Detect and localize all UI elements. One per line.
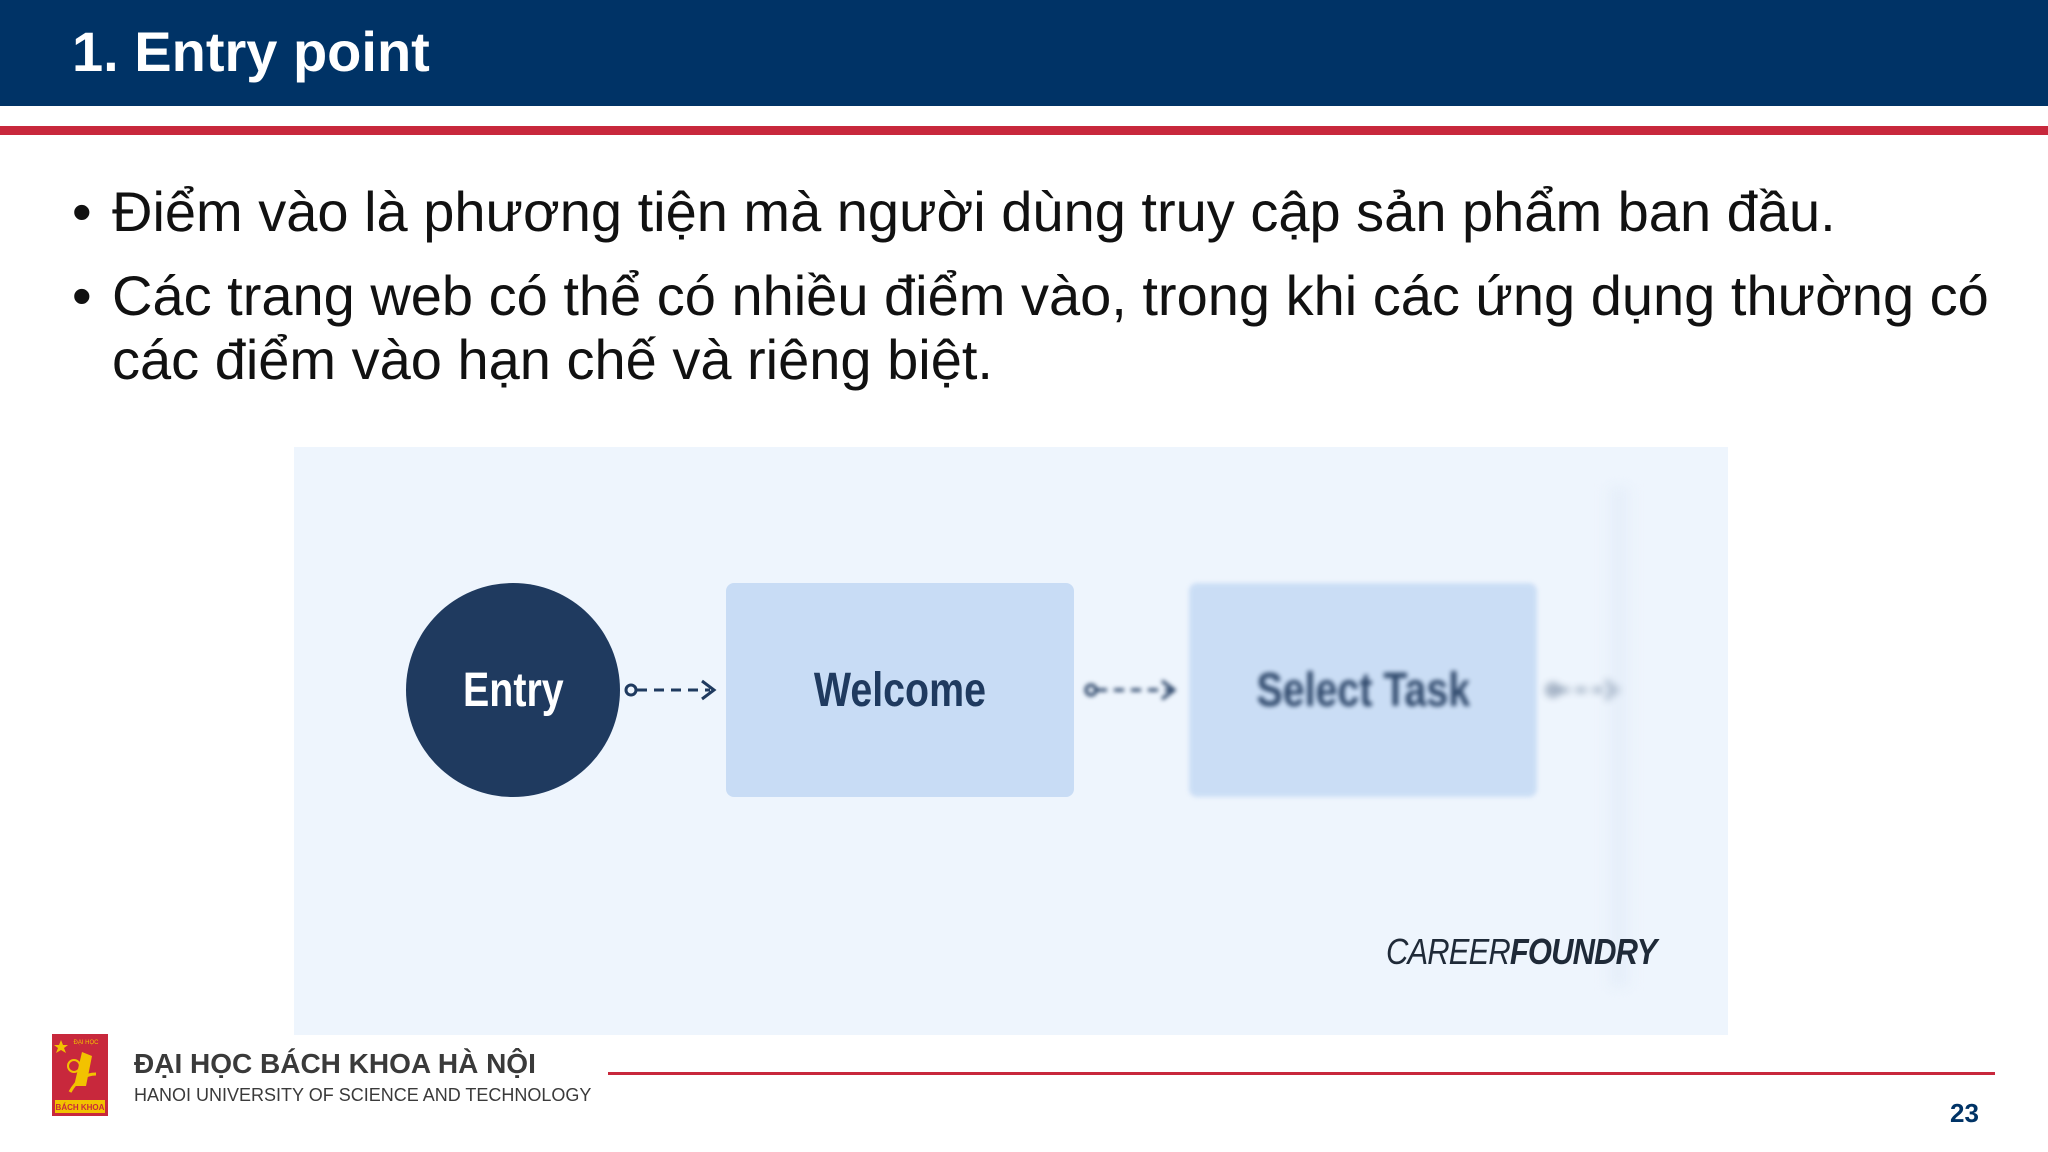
- university-logo-icon: ĐẠI HỌC BÁCH KHOA: [52, 1034, 108, 1116]
- page-number: 23: [1950, 1098, 1979, 1128]
- dashed-arrow-icon: [624, 679, 717, 701]
- select-task-node: Select Task: [1189, 583, 1537, 797]
- title-bar: 1. Entry point: [0, 0, 2048, 106]
- bullet-list: • Điểm vào là phương tiện mà người dùng …: [72, 180, 2002, 412]
- bullet-marker: •: [72, 180, 92, 243]
- welcome-node-label: Welcome: [813, 663, 987, 717]
- slide-title: 1. Entry point: [72, 20, 430, 83]
- footer-divider: [608, 1072, 1995, 1075]
- entry-node: Entry: [406, 583, 620, 797]
- bullet-marker: •: [72, 264, 92, 327]
- title-underline: [0, 126, 2048, 135]
- entry-node-label: Entry: [462, 663, 564, 717]
- svg-text:BÁCH KHOA: BÁCH KHOA: [56, 1103, 105, 1112]
- bullet-item: • Điểm vào là phương tiện mà người dùng …: [72, 180, 2002, 244]
- dashed-arrow-icon: [1084, 679, 1177, 701]
- careerfoundry-logo: CAREERFOUNDRY: [1385, 931, 1657, 972]
- select-task-node-label: Select Task: [1256, 663, 1470, 717]
- bullet-text: Các trang web có thể có nhiều điểm vào, …: [112, 264, 1989, 391]
- university-subtitle: HANOI UNIVERSITY OF SCIENCE AND TECHNOLO…: [134, 1085, 592, 1105]
- welcome-node: Welcome: [726, 583, 1074, 797]
- bullet-item: • Các trang web có thể có nhiều điểm vào…: [72, 264, 2002, 392]
- fade-overlay: [1604, 487, 1634, 987]
- entry-point-diagram: Entry Welcome Select Task CAREERFOUNDRY: [294, 447, 1728, 1035]
- university-name: ĐẠI HỌC BÁCH KHOA HÀ NỘI: [134, 1048, 536, 1079]
- bullet-text: Điểm vào là phương tiện mà người dùng tr…: [112, 180, 1836, 243]
- svg-text:ĐẠI HỌC: ĐẠI HỌC: [73, 1040, 99, 1046]
